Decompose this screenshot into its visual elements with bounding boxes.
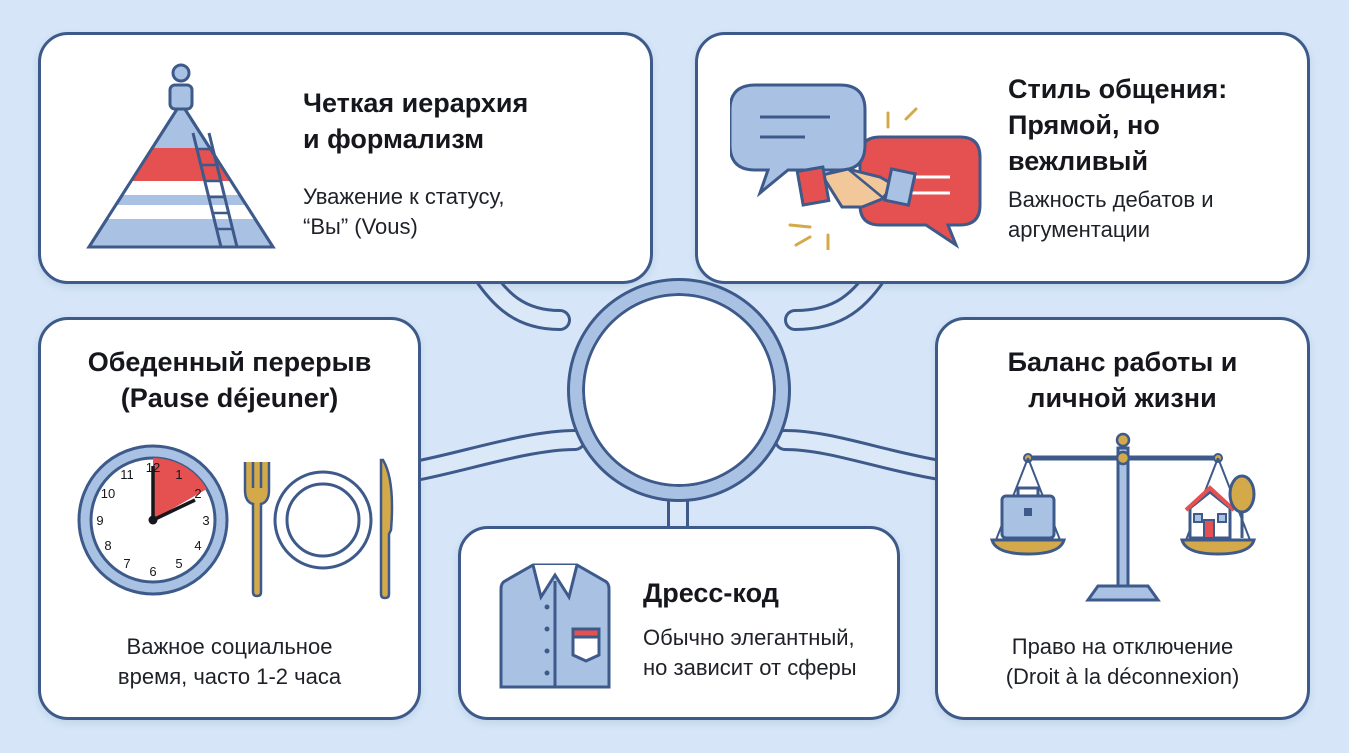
balance-desc-line2: (Droit à la déconnexion) xyxy=(1005,664,1240,689)
communication-title-line1: Стиль общения: xyxy=(1008,74,1228,104)
balance-desc-line1: Право на отключение xyxy=(1011,634,1234,659)
card-communication: Стиль общения: Прямой, но вежливый Важно… xyxy=(695,32,1310,284)
lunch-desc-line1: Важное социальное xyxy=(126,634,333,659)
card-dress: Дресс-код Обычно элегантный, но зависит … xyxy=(458,526,900,720)
pyramid-ladder-icon xyxy=(86,63,276,249)
handshake-speech-icon xyxy=(730,83,982,250)
balance-title-line1: Баланс работы и xyxy=(1007,347,1238,377)
hierarchy-title-line1: Четкая иерархия xyxy=(303,88,529,118)
center-hub-circle xyxy=(570,281,788,499)
communication-title-line2: Прямой, но xyxy=(1008,110,1160,140)
lunch-title-line1: Обеденный перерыв xyxy=(87,347,372,377)
shirt-icon xyxy=(499,563,611,689)
clock-number-10: 10 xyxy=(101,486,115,501)
card-lunch: Обеденный перерыв (Pause déjeuner) 12 1 … xyxy=(38,317,421,720)
clock-number-8: 8 xyxy=(104,538,111,553)
balance-title-line2: личной жизни xyxy=(1028,383,1217,413)
clock-number-4: 4 xyxy=(194,538,201,553)
communication-desc-line2: аргументации xyxy=(1008,217,1151,242)
communication-desc-line1: Важность дебатов и xyxy=(1008,187,1214,212)
card-balance: Баланс работы и личной жизни Право на от… xyxy=(935,317,1310,720)
lunch-title-line2: (Pause déjeuner) xyxy=(120,383,339,413)
clock-number-5: 5 xyxy=(175,556,182,571)
communication-title-line3: вежливый xyxy=(1008,146,1149,176)
hierarchy-desc-line1: Уважение к статусу, xyxy=(303,184,505,209)
clock-number-2: 2 xyxy=(194,486,201,501)
card-hierarchy: Четкая иерархия и формализм Уважение к с… xyxy=(38,32,653,284)
clock-number-6: 6 xyxy=(149,564,156,579)
dress-title: Дресс-код xyxy=(643,578,779,608)
dress-desc-line1: Обычно элегантный, xyxy=(643,625,855,650)
hierarchy-desc-line2: “Вы” (Vous) xyxy=(303,214,418,239)
clock-number-7: 7 xyxy=(123,556,130,571)
clock-number-9: 9 xyxy=(96,513,103,528)
hierarchy-title-line2: и формализм xyxy=(303,124,485,154)
clock-number-1: 1 xyxy=(175,467,182,482)
clock-plate-icon: 12 1 2 3 4 5 6 7 8 9 10 11 xyxy=(77,444,394,600)
lunch-desc-line2: время, часто 1-2 часа xyxy=(117,664,342,689)
balance-scale-icon xyxy=(990,432,1256,602)
dress-desc-line2: но зависит от сферы xyxy=(643,655,857,680)
clock-number-11: 11 xyxy=(120,467,134,482)
clock-number-3: 3 xyxy=(202,513,209,528)
